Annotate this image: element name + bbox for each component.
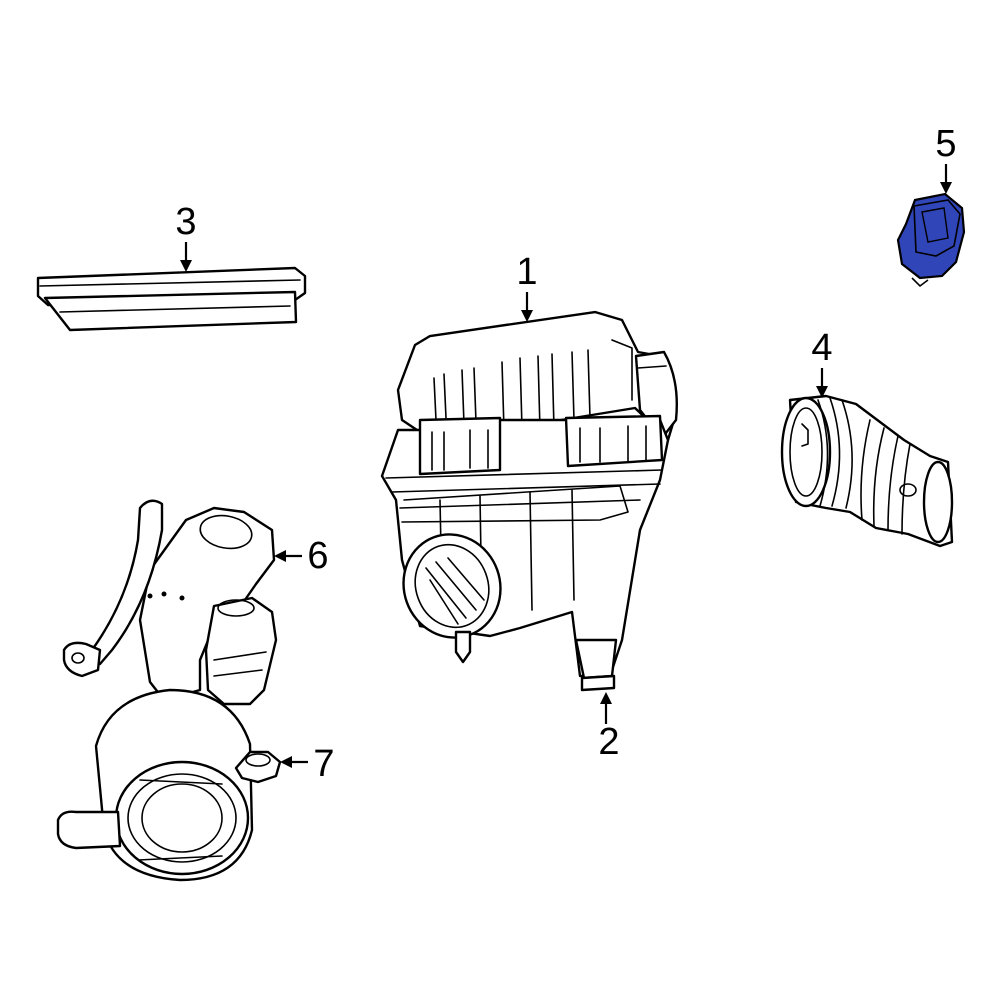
callout-label-5: 5 bbox=[935, 123, 956, 165]
grommet-part[interactable] bbox=[234, 750, 282, 784]
air-filter-element[interactable] bbox=[36, 266, 307, 332]
callout-2: 2 bbox=[598, 692, 620, 763]
callout-7: 7 bbox=[280, 743, 335, 785]
callout-label-2: 2 bbox=[598, 721, 619, 763]
air-intake-duct[interactable] bbox=[56, 499, 278, 882]
callout-label-3: 3 bbox=[175, 201, 196, 243]
sensor-part[interactable] bbox=[896, 192, 966, 288]
callout-label-4: 4 bbox=[811, 327, 832, 369]
callout-6: 6 bbox=[274, 535, 329, 577]
callout-label-7: 7 bbox=[313, 743, 334, 785]
callout-1: 1 bbox=[516, 251, 538, 322]
callout-label-6: 6 bbox=[307, 535, 328, 577]
callout-5: 5 bbox=[935, 123, 957, 194]
callout-4: 4 bbox=[811, 327, 833, 398]
air-cleaner-housing[interactable] bbox=[380, 310, 678, 692]
callout-label-1: 1 bbox=[516, 251, 537, 293]
intake-hose[interactable] bbox=[780, 394, 954, 548]
callout-3: 3 bbox=[175, 201, 197, 272]
